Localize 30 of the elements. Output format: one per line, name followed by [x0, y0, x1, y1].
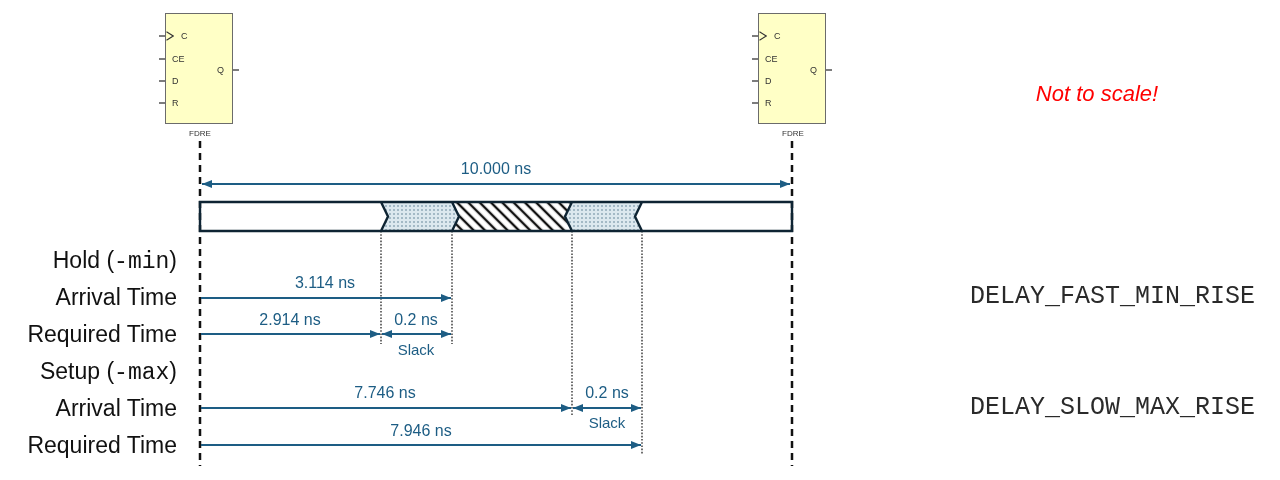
pin-label: Q [217, 65, 224, 75]
duration-label: 2.914 ns [259, 310, 321, 330]
row-label: Arrival Time [55, 393, 177, 423]
note-text: Not to scale! [1035, 80, 1159, 108]
pin-label: CE [172, 54, 185, 64]
row-label: Required Time [27, 430, 177, 460]
pin-label: C [774, 31, 781, 41]
cell-type-label: FDRE [189, 130, 211, 138]
cell-type-label: FDRE [782, 130, 804, 138]
pin-label: D [765, 76, 772, 86]
duration-label: 7.746 ns [354, 383, 416, 403]
pin-label: D [172, 76, 179, 86]
pin-label: R [172, 98, 179, 108]
duration-label: 7.946 ns [390, 421, 452, 441]
duration-label: 0.2 ns [585, 383, 629, 403]
delay-corner-label: DELAY_SLOW_MAX_RISE [970, 392, 1256, 424]
row-label: Hold (-min) [52, 245, 177, 277]
duration-label: 3.114 ns [294, 273, 356, 293]
duration-label: 0.2 ns [394, 310, 438, 330]
duration-label: 10.000 ns [460, 159, 532, 179]
pin-label: Q [810, 65, 817, 75]
row-label: Arrival Time [55, 282, 177, 312]
pin-label: R [765, 98, 772, 108]
row-label: Setup (-max) [39, 356, 177, 388]
slack-label: Slack [588, 413, 626, 433]
row-label: Required Time [27, 319, 177, 349]
pin-label: CE [765, 54, 778, 64]
slack-label: Slack [397, 340, 435, 360]
pin-label: C [181, 31, 188, 41]
delay-corner-label: DELAY_FAST_MIN_RISE [970, 281, 1256, 313]
